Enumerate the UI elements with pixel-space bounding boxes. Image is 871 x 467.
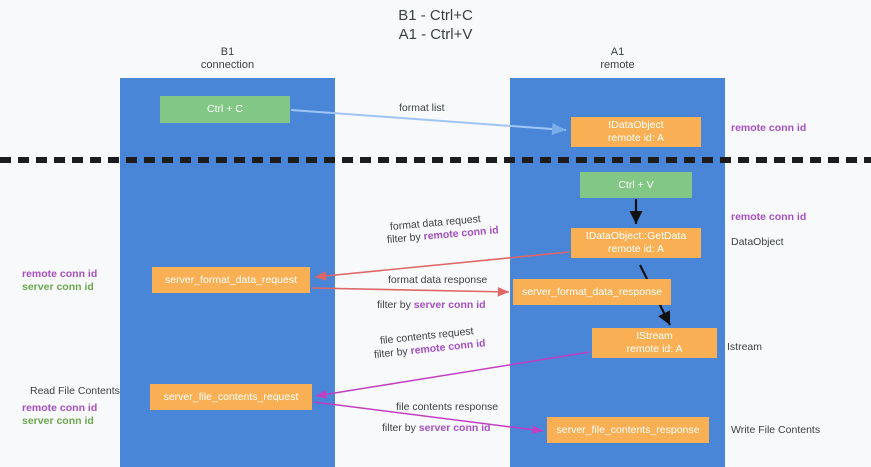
note-right-istream: Istream — [727, 341, 763, 353]
note-left-server-conn-id: server conn id — [22, 281, 94, 293]
node-idataobject[interactable]: IDataObject remote id: A — [571, 117, 701, 147]
edge-label-file-contents-response: file contents response — [396, 401, 499, 413]
node-ctrl-c[interactable]: Ctrl + C — [160, 96, 290, 123]
node-idataobject-getdata[interactable]: IDataObject::GetData remote id: A — [571, 228, 701, 258]
page-title: B1 - Ctrl+C A1 - Ctrl+V — [398, 7, 473, 43]
note-right-write-file-contents: Write File Contents — [731, 424, 821, 436]
node-server-format-data-response[interactable]: server_format_data_response — [513, 279, 671, 305]
filter-prefix: filter by — [377, 299, 414, 311]
note-left-lower-server-conn-id: server conn id — [22, 415, 94, 427]
node-istream[interactable]: IStream remote id: A — [592, 328, 717, 358]
node-server-format-data-request[interactable]: server_format_data_request — [152, 267, 310, 293]
node-server-file-contents-request[interactable]: server_file_contents_request — [150, 384, 312, 410]
filter-prefix: filter by — [386, 230, 425, 246]
note-left-read-file-contents: Read File Contents — [30, 385, 120, 397]
edge-label-format-data-response-filter: filter by server conn id — [377, 298, 486, 312]
note-left-remote-conn-id: remote conn id — [22, 268, 98, 280]
node-ctrl-v[interactable]: Ctrl + V — [580, 172, 692, 198]
note-right-dataobject: DataObject — [731, 236, 784, 248]
lane-title-b1: B1 connection — [200, 46, 255, 71]
edge-label-format-list: format list — [399, 102, 445, 114]
lane-title-a1: A1 remote — [600, 46, 635, 71]
note-left-lower-remote-conn-id: remote conn id — [22, 402, 98, 414]
filter-key-server-conn-id: server conn id — [413, 299, 486, 311]
filter-key-server-conn-id: server conn id — [418, 422, 491, 434]
edge-format-data-response — [311, 286, 510, 297]
node-server-file-contents-response[interactable]: server_file_contents_response — [547, 417, 709, 443]
filter-prefix: filter by — [382, 422, 419, 434]
note-right-remote-conn-id-mid: remote conn id — [731, 211, 807, 223]
note-right-remote-conn-id-top: remote conn id — [731, 122, 807, 134]
edge-label-format-data-response: format data response — [388, 274, 488, 286]
edge-label-file-contents-response-filter: filter by server conn id — [382, 421, 491, 435]
filter-prefix: filter by — [373, 345, 412, 361]
